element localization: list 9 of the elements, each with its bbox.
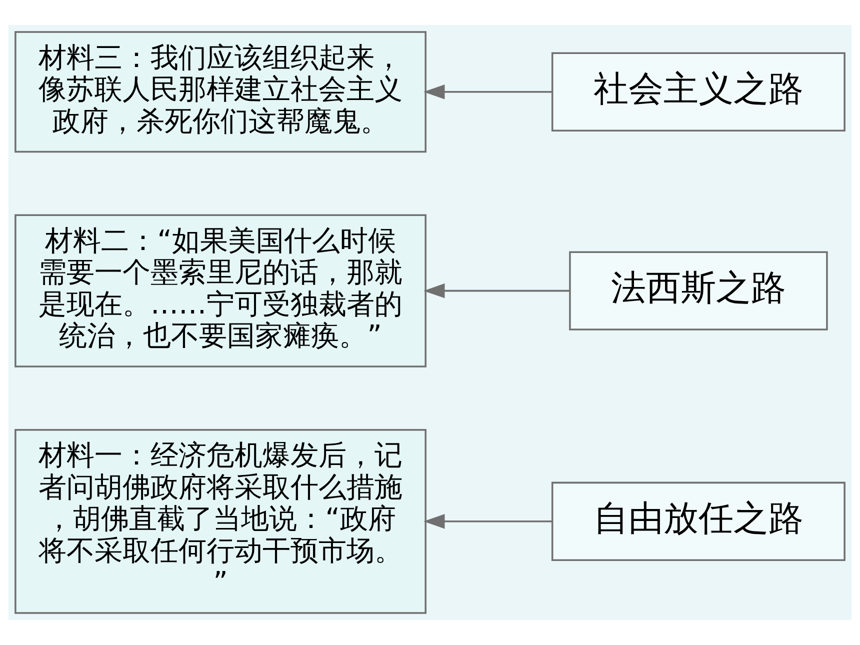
node-box: 法西斯之路 xyxy=(569,251,828,330)
arrow xyxy=(424,283,570,298)
node-box: 自由放任之路 xyxy=(551,482,846,562)
node-box: 材料一：经济危机爆发后，记者问胡佛政府将采取什么措施，胡佛直截了当地说：“政府将不采取任何行动干预市场。” xyxy=(14,429,426,614)
node-box: 社会主义之路 xyxy=(551,52,846,132)
arrow xyxy=(424,514,552,529)
node-box: 材料三：我们应该组织起来，像苏联人民那样建立社会主义政府，杀死你们这帮魔鬼。 xyxy=(14,31,426,153)
node-box: 材料二：“如果美国什么时候需要一个墨索里尼的话，那就是现在。……宁可受独裁者的统治，也不要国家瘫痪。” xyxy=(14,214,426,368)
arrow xyxy=(424,84,552,100)
